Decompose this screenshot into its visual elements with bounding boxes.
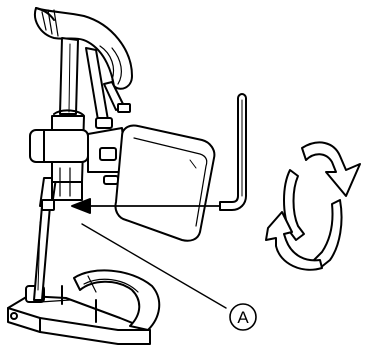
side-pad: [115, 125, 214, 240]
hex-key-icon: [220, 94, 246, 210]
callout-a-label: A: [237, 308, 249, 327]
t-handle: [35, 8, 132, 128]
base-frame: [8, 270, 159, 344]
rotate-both-directions-icon: [266, 142, 360, 269]
